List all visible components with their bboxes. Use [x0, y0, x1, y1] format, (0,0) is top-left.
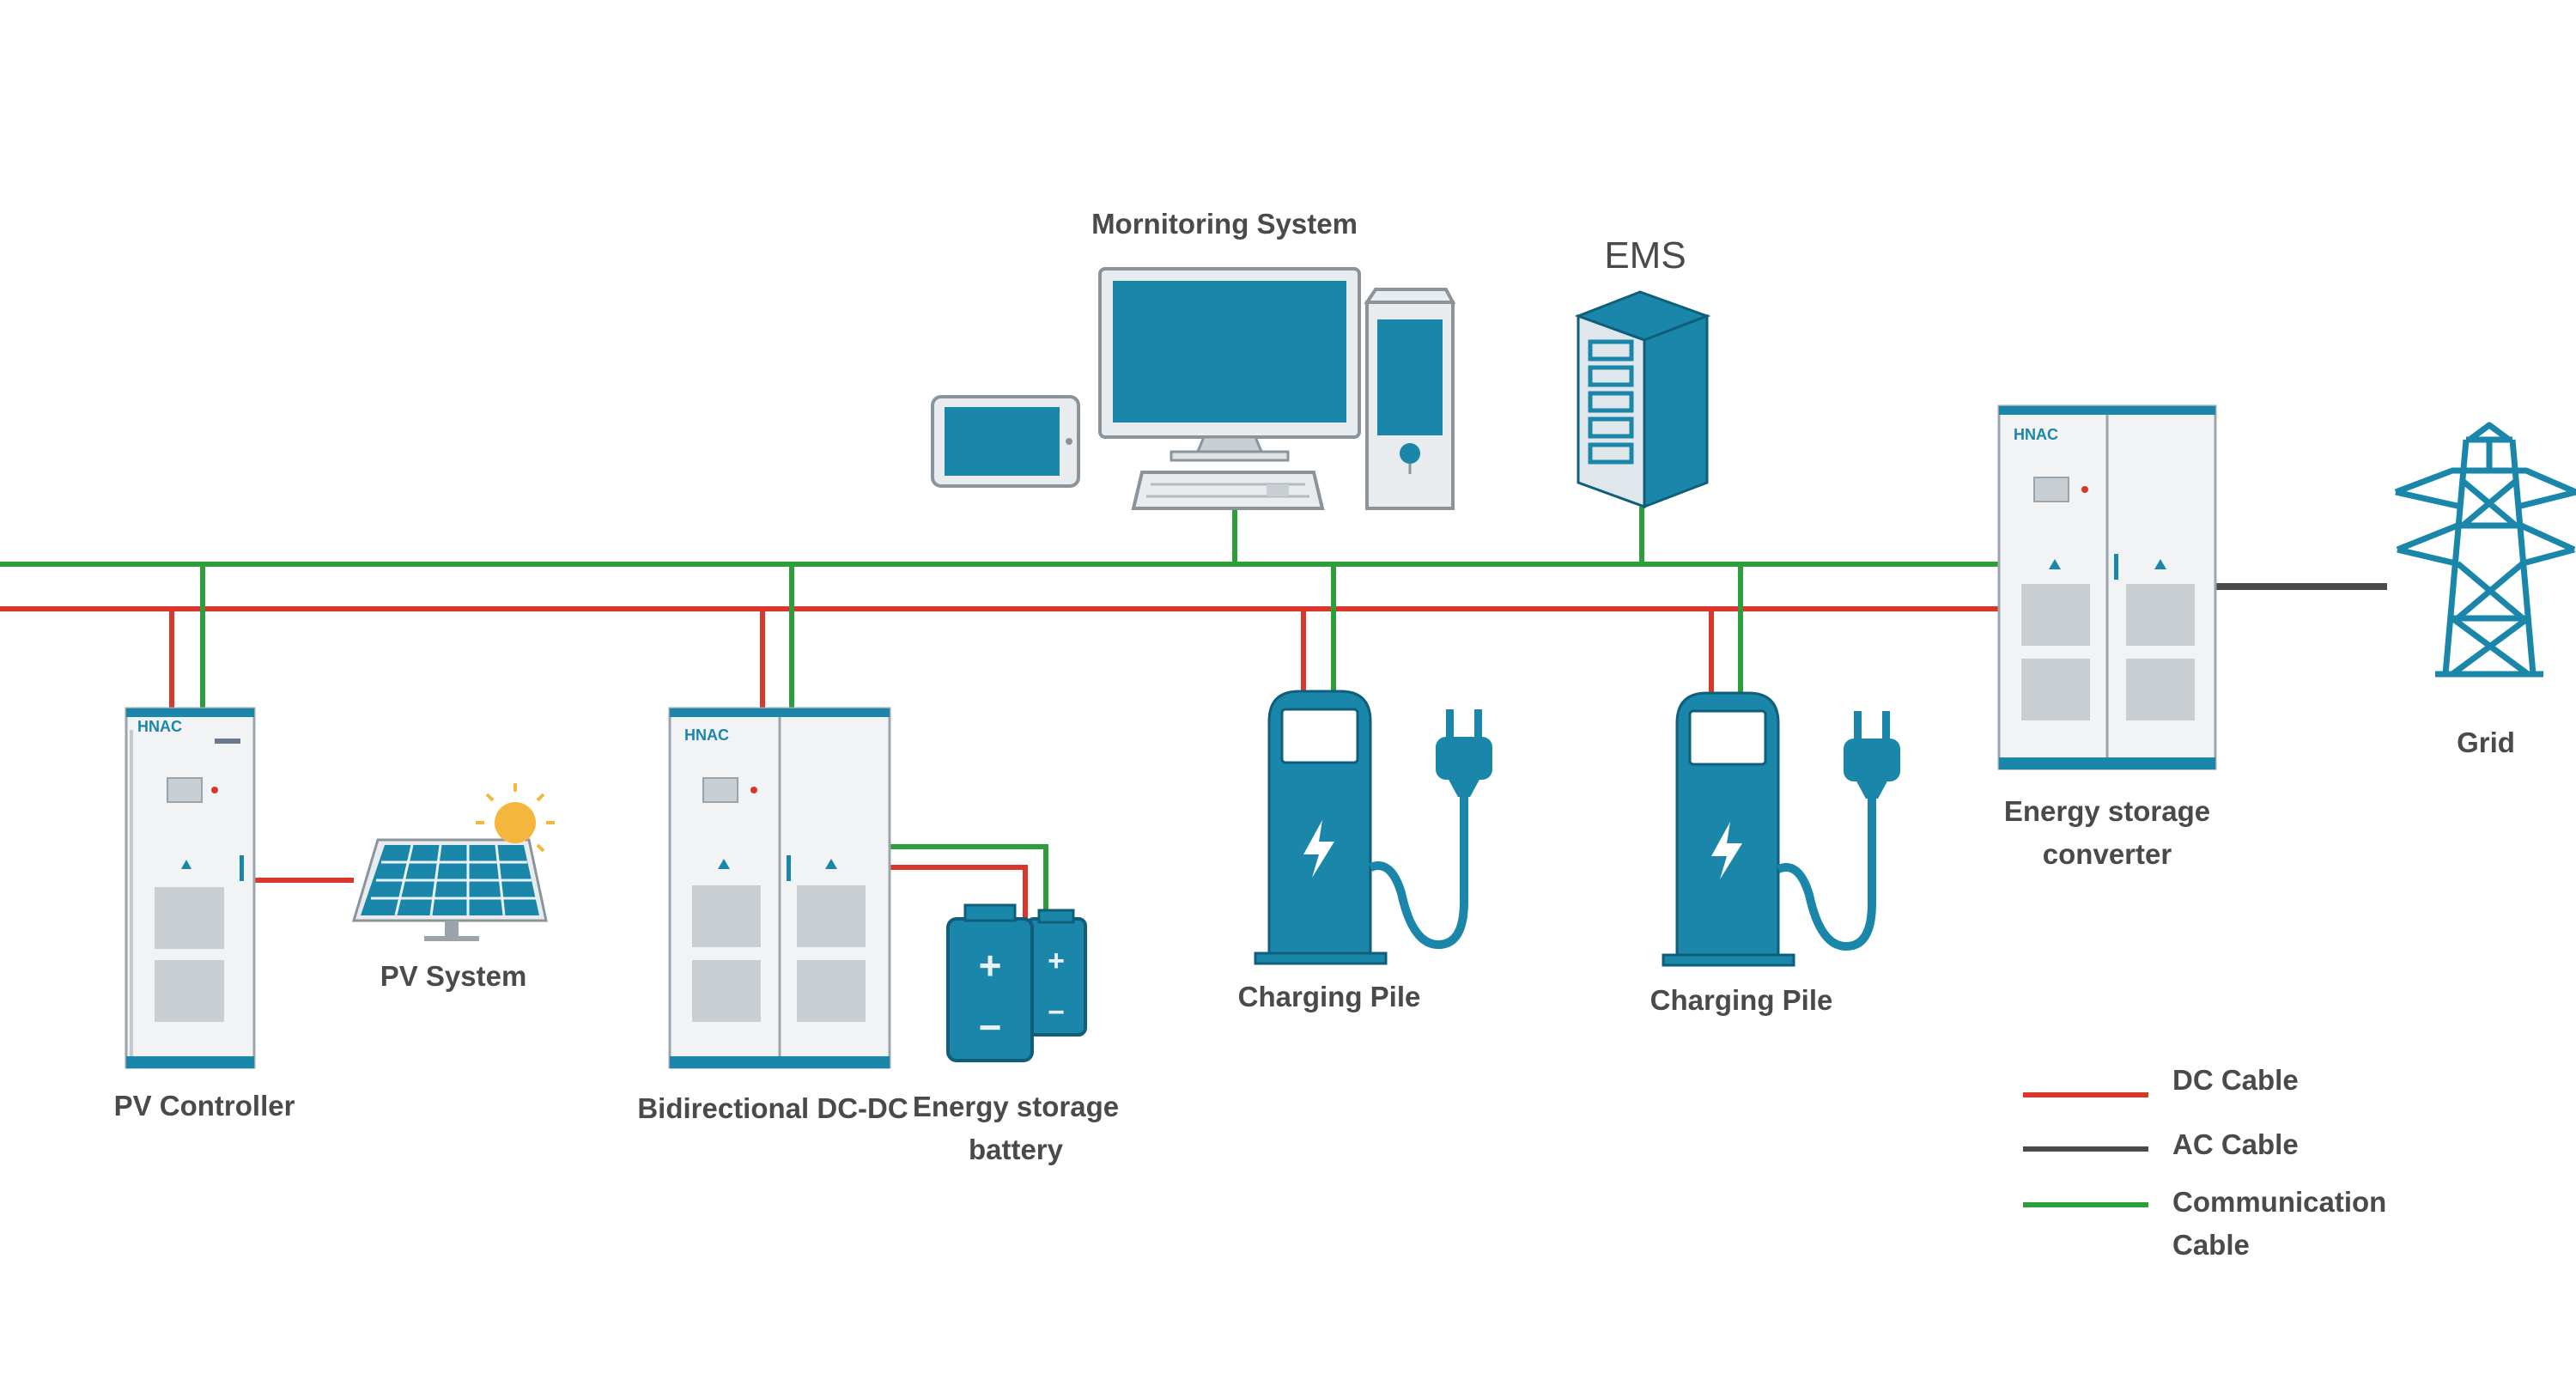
converter-label-line2: converter [2042, 837, 2172, 870]
legend-dc-label: DC Cable [2172, 1064, 2299, 1096]
battery-label-line2: battery [968, 1133, 1064, 1165]
sun-icon [476, 783, 555, 853]
solar-panel-icon [351, 838, 548, 941]
bidirectional-dcdc-label: Bidirectional DC-DC [637, 1092, 908, 1124]
bidirectional-dcdc-cabinet: HNAC [668, 707, 891, 1069]
legend-swatches [2023, 1092, 2148, 1207]
legend-comm-label: Communication Cable [2172, 1181, 2386, 1266]
converter-label-line1: Energy storage [2003, 795, 2211, 827]
pv-controller-label: PV Controller [113, 1090, 295, 1122]
lightning-icon [1303, 820, 1334, 878]
ems-label: EMS [1604, 234, 1686, 277]
plug-icon [1436, 709, 1492, 797]
monitor-icon [1098, 267, 1361, 462]
legend-comm-label-line1: Communication [2172, 1186, 2387, 1218]
energy-storage-battery-label: Energy storage battery [913, 1085, 1119, 1170]
cabinet-brand: HNAC [684, 727, 729, 744]
monitoring-system [931, 267, 1456, 510]
monitoring-system-label: Mornitoring System [1091, 208, 1358, 240]
svg-text:+: + [979, 943, 1002, 988]
keyboard-icon [1131, 471, 1325, 510]
svg-text:−: − [1048, 996, 1065, 1029]
computer-tower-icon [1364, 288, 1456, 510]
svg-text:−: − [979, 1005, 1002, 1049]
cabinet-brand: HNAC [2014, 426, 2058, 443]
transmission-tower-icon [2394, 422, 2576, 678]
tablet-icon [931, 395, 1080, 488]
legend-comm-label-line2: Cable [2172, 1228, 2250, 1261]
charging-pile-1-label: Charging Pile [1237, 981, 1421, 1012]
grid-label: Grid [2457, 727, 2515, 758]
battery-label-line1: Energy storage [912, 1091, 1120, 1122]
server-rack-icon [1574, 290, 1711, 509]
ev-charger-icon [1662, 691, 1900, 967]
drop-lines [169, 507, 1743, 923]
pv-system-label: PV System [380, 960, 527, 992]
charging-pile-2-label: Charging Pile [1649, 984, 1833, 1016]
pv-controller-cabinet: HNAC [125, 707, 256, 1069]
cabinet-brand: HNAC [137, 718, 182, 735]
energy-storage-converter-cabinet: HNAC [1997, 404, 2217, 770]
energy-storage-converter-label: Energy storage converter [2004, 790, 2210, 875]
battery-icon: + − + − [946, 903, 1087, 1062]
lightning-icon [1711, 822, 1742, 879]
plug-icon [1844, 711, 1900, 799]
ev-charger-icon [1254, 690, 1492, 965]
legend-ac-label: AC Cable [2172, 1128, 2299, 1160]
svg-text:+: + [1048, 945, 1065, 977]
